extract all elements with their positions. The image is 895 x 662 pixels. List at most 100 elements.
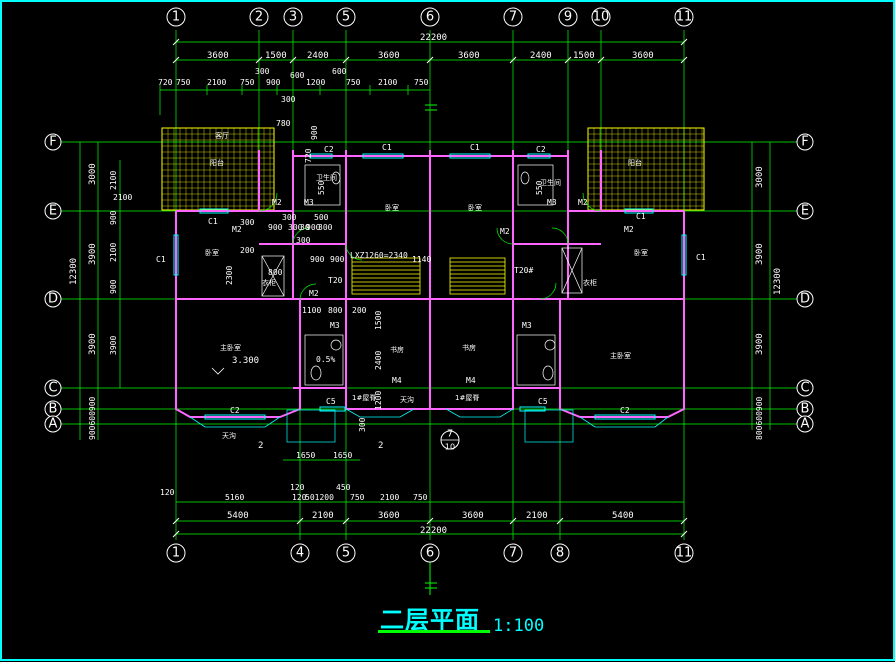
axis-bubble-top-label: 11 bbox=[676, 10, 693, 25]
interior-dimension: 900 bbox=[330, 255, 345, 264]
axis-bubble-inner-label: 7 bbox=[447, 429, 453, 440]
door-tag: M3 bbox=[522, 321, 532, 330]
right-dimension-1: 3900 bbox=[755, 243, 765, 265]
axis-bubble-bottom bbox=[290, 543, 310, 563]
right-dimension-1: 3900 bbox=[755, 333, 765, 355]
bottom-dimension-1: 3600 bbox=[378, 511, 400, 521]
top-dimension-2: 750 bbox=[414, 78, 429, 87]
axis-bubble-left bbox=[44, 202, 62, 220]
front-steps bbox=[286, 409, 574, 443]
bottom-dimension-misc: 1650 bbox=[296, 451, 315, 460]
walls bbox=[175, 150, 685, 418]
bottom-total-dimension: 22200 bbox=[420, 526, 447, 536]
axis-bubble-top bbox=[283, 7, 303, 27]
axis-bubble-left bbox=[44, 290, 62, 308]
top-dimension-1: 3600 bbox=[207, 51, 229, 61]
interior-dimension: 550 bbox=[535, 180, 544, 195]
top-dimension-2: 1200 bbox=[306, 78, 325, 87]
axis-bubble-left-label: A bbox=[49, 417, 58, 432]
room-label: 衣柜 bbox=[583, 278, 597, 287]
axis-bubble-top-label: 10 bbox=[593, 10, 610, 25]
room-label: 阳台 bbox=[210, 158, 224, 167]
interior-dimension: 300 bbox=[318, 223, 333, 232]
interior-dimension: 1100 bbox=[302, 306, 321, 315]
axis-bubble-right bbox=[796, 379, 814, 397]
door-tag: M2 bbox=[578, 198, 588, 207]
bottom-dimension-1: 2100 bbox=[312, 511, 334, 521]
interior-dimension: 300 bbox=[288, 223, 303, 232]
bottom-dimension-misc: 120 bbox=[160, 488, 175, 497]
section-mark-right: 2 bbox=[378, 441, 383, 451]
bottom-dimension-2: 750 bbox=[413, 493, 428, 502]
axis-bubble-bottom-label: 4 bbox=[296, 546, 304, 561]
drawing-scale: 1:100 bbox=[493, 616, 545, 636]
stairs bbox=[351, 257, 506, 295]
room-label: 主卧室 bbox=[220, 343, 241, 352]
stair-note: LXZ1260=2340 bbox=[350, 251, 408, 260]
axis-bubble-top-label: 9 bbox=[564, 10, 572, 25]
interior-dimension: 900 bbox=[310, 255, 325, 264]
top-total-dimension: 22200 bbox=[420, 33, 447, 43]
room-label: 天沟 bbox=[400, 395, 414, 404]
break-lines bbox=[425, 104, 437, 595]
room-label: 客厅 bbox=[215, 131, 229, 140]
axis-bubble-bottom bbox=[674, 543, 694, 563]
door-tag: M3 bbox=[547, 198, 557, 207]
interior-dimension: 2100 bbox=[113, 193, 132, 202]
axis-bubble-right-label: F bbox=[801, 135, 808, 150]
window-tag: C1 bbox=[696, 253, 706, 262]
interior-dimension: 300 bbox=[358, 417, 367, 432]
left-dimension-2: 900 bbox=[109, 279, 118, 294]
room-label: 卫生间 bbox=[316, 173, 337, 182]
axis-bubble-left-label: F bbox=[49, 135, 56, 150]
top-dimension-misc: 780 bbox=[276, 119, 291, 128]
axis-bubble-top bbox=[249, 7, 269, 27]
top-dimension-1: 3600 bbox=[458, 51, 480, 61]
axis-bubble-inner-sub: 10 bbox=[445, 443, 455, 452]
axis-bubble-top bbox=[420, 7, 440, 27]
room-label: 阳台 bbox=[628, 158, 642, 167]
window-tag: C1 bbox=[636, 212, 646, 221]
axis-bubble-left-label: B bbox=[49, 402, 58, 417]
elevation-marker bbox=[211, 367, 225, 375]
interior-dimension: 2400 bbox=[374, 351, 383, 370]
room-label: 衣柜 bbox=[262, 278, 276, 287]
interior-dimension: 720 bbox=[304, 148, 313, 163]
door-tag: M2 bbox=[309, 289, 319, 298]
axis-bubble-right bbox=[796, 290, 814, 308]
right-dimension-bottom: 800600900 bbox=[755, 396, 764, 440]
left-dimension-2: 900 bbox=[109, 210, 118, 225]
top-dimension-chain bbox=[159, 41, 684, 115]
door-tag: M4 bbox=[392, 376, 402, 385]
interior-dimension: 800 bbox=[268, 268, 283, 277]
t20-left: T20 bbox=[328, 276, 343, 285]
top-dimension-2: 720 bbox=[158, 78, 173, 87]
top-dimension-misc: 600 bbox=[332, 67, 347, 76]
top-dimension-2: 2100 bbox=[378, 78, 397, 87]
bottom-dimension-2: 501200 bbox=[305, 493, 334, 502]
bottom-dimension-1: 3600 bbox=[462, 511, 484, 521]
bottom-dimension-1: 2100 bbox=[526, 511, 548, 521]
axis-bubble-right-label: E bbox=[801, 204, 809, 219]
side-dimension-chains bbox=[79, 142, 771, 440]
door-tag: M2 bbox=[500, 227, 510, 236]
axis-bubble-left-label: C bbox=[48, 381, 57, 396]
room-label: 1#屋脊 bbox=[352, 393, 376, 402]
room-label: 卧室 bbox=[634, 248, 648, 257]
left-dimension-bottom: 900600900 bbox=[88, 396, 97, 440]
axis-bubble-bottom-label: 1 bbox=[172, 546, 180, 561]
bottom-dimension-ticks bbox=[172, 517, 688, 538]
interior-dimension: 300 bbox=[296, 236, 311, 245]
interior-dimension: 800 bbox=[328, 306, 343, 315]
slope-label: 0.5% bbox=[316, 355, 335, 364]
axis-bubble-top-label: 7 bbox=[509, 10, 517, 25]
bottom-dimension-1: 5400 bbox=[227, 511, 249, 521]
axis-bubble-top-label: 6 bbox=[426, 10, 434, 25]
top-dimension-2: 750 bbox=[240, 78, 255, 87]
door-tag: M3 bbox=[304, 198, 314, 207]
top-dimension-2: 2100 bbox=[207, 78, 226, 87]
window-tag: C1 bbox=[208, 217, 218, 226]
